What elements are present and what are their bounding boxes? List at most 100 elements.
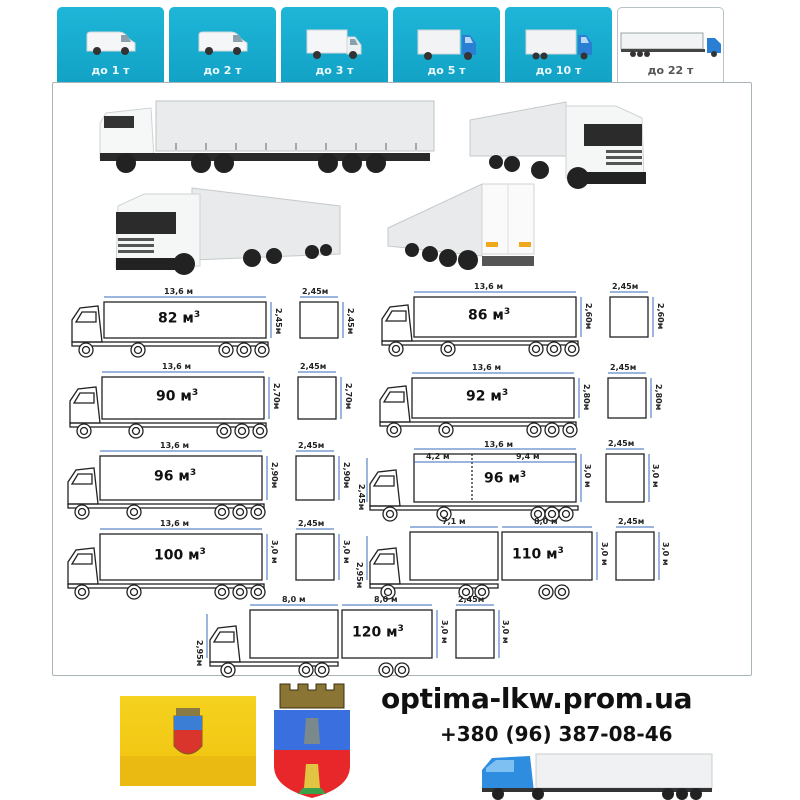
- superscript-3: 3: [397, 624, 404, 634]
- section-width-label: 2,45м: [608, 439, 635, 448]
- length-1-label: 7,1 м: [442, 517, 466, 526]
- superscript-3: 3: [191, 388, 199, 398]
- length-1-label: 8,0 м: [282, 595, 306, 604]
- volume-label: 96 м3: [484, 470, 527, 487]
- truck-side-photo: [99, 100, 435, 173]
- phone-number[interactable]: +380 (96) 387-08-46: [440, 722, 673, 746]
- height-label: 2,70м: [272, 383, 281, 410]
- truck-outline: [67, 528, 340, 600]
- section-height-label: 2,90м: [342, 462, 351, 489]
- cab-height-label: 2,45м: [357, 484, 366, 511]
- tab-3t[interactable]: до 3 т: [281, 7, 388, 83]
- height-label: 3,0 м: [270, 540, 279, 564]
- section-width-label: 2,45м: [458, 595, 485, 604]
- segment-1-label: 4,2 м: [426, 452, 450, 461]
- truck-outline: [206, 604, 500, 678]
- section-width-label: 2,45м: [618, 517, 645, 526]
- tab-label: до 10 т: [535, 64, 582, 77]
- website-url[interactable]: optima-lkw.prom.ua: [381, 682, 693, 715]
- volume-label: 90 м3: [156, 388, 199, 405]
- van-icon: [198, 31, 247, 55]
- section-width-label: 2,45м: [300, 362, 327, 371]
- truck-diagram-96a: 13,6 м 2,90м 96 м3 2,45м 2,90м: [64, 441, 364, 524]
- superscript-3: 3: [557, 546, 564, 556]
- superscript-3: 3: [501, 388, 509, 398]
- segment-2-label: 9,4 м: [516, 452, 540, 461]
- truck-outline: [67, 450, 340, 520]
- tab-1t[interactable]: до 1 т: [57, 7, 164, 83]
- truck-front-right-photo: [469, 101, 646, 189]
- height-label: 3,0 м: [583, 464, 592, 488]
- section-height-label: 2,70м: [344, 383, 353, 410]
- length-label: 13,6 м: [162, 362, 192, 371]
- height-label: 2,60м: [584, 303, 593, 330]
- tab-label: до 1 т: [91, 64, 130, 77]
- length-label: 13,6 м: [160, 441, 190, 450]
- truck-outline: [379, 372, 652, 438]
- section-height-label: 3,0 м: [651, 464, 660, 488]
- box-truck-icon: [525, 29, 592, 60]
- tab-22t[interactable]: до 22 т: [617, 7, 724, 85]
- volume-label: 100 м3: [154, 547, 206, 564]
- tab-label: до 22 т: [647, 64, 694, 77]
- truck-diagram-82: 13,6 м 2,45м 82 м3 2,45м 2,45м: [68, 287, 368, 368]
- superscript-3: 3: [193, 310, 201, 320]
- section-width-label: 2,45м: [298, 519, 325, 528]
- truck-outline: [71, 296, 344, 358]
- van-icon: [86, 31, 135, 55]
- length-label: 13,6 м: [484, 440, 514, 449]
- section-width-label: 2,45м: [298, 441, 325, 450]
- section-height-label: 3,0 м: [342, 540, 351, 564]
- height-label: 3,0 м: [440, 620, 449, 644]
- section-height-label: 2,60м: [656, 303, 665, 330]
- length-label: 13,6 м: [164, 287, 194, 296]
- superscript-3: 3: [503, 307, 511, 317]
- light-truck-icon: [306, 29, 361, 59]
- truck-diagram-120: 8,0 м 8,0 м 2,95м 3,0 м 120 м3 2,45м 3,0 м: [195, 595, 510, 678]
- tonnage-tabs: до 1 т до 2 т до 3 т до 5 т: [57, 7, 727, 85]
- tab-label: до 5 т: [427, 64, 466, 77]
- tab-10t[interactable]: до 10 т: [505, 7, 612, 83]
- truck-outline: [366, 448, 650, 522]
- truck-diagram-90: 13,6 м 2,70м 90 м3 2,45м 2,70м: [66, 362, 366, 445]
- length-label: 13,6 м: [160, 519, 190, 528]
- truck-front-left-photo: [115, 187, 341, 275]
- tab-label: до 2 т: [203, 64, 242, 77]
- coat-of-arms-icon: [274, 683, 350, 798]
- height-label: 2,90м: [270, 462, 279, 489]
- truck-outline: [381, 291, 654, 357]
- section-height-label: 3,0 м: [501, 620, 510, 644]
- height-label: 3,0 м: [600, 542, 609, 566]
- section-width-label: 2,45м: [612, 282, 639, 291]
- blue-truck-image: [482, 753, 713, 800]
- cab-height-label: 2,95м: [355, 562, 364, 589]
- section-width-label: 2,45м: [610, 363, 637, 372]
- truck-outline: [366, 526, 660, 600]
- volume-label: 82 м3: [158, 310, 201, 327]
- volume-label: 86 м3: [468, 307, 511, 324]
- box-truck-icon: [417, 29, 476, 60]
- cab-height-label: 2,95м: [195, 640, 204, 667]
- height-label: 2,80м: [582, 384, 591, 411]
- length-2-label: 8,0 м: [374, 595, 398, 604]
- section-height-label: 2,80м: [654, 384, 663, 411]
- truck-outline: [69, 371, 342, 439]
- volume-label: 96 м3: [154, 468, 197, 485]
- tab-2t[interactable]: до 2 т: [169, 7, 276, 83]
- volume-label: 120 м3: [352, 624, 404, 641]
- flag-emblem-icon: [120, 708, 256, 786]
- section-height-label: 2,45м: [346, 308, 355, 335]
- section-height-label: 3,0 м: [661, 542, 670, 566]
- superscript-3: 3: [199, 547, 206, 557]
- section-width-label: 2,45м: [302, 287, 329, 296]
- city-flag: [120, 696, 256, 786]
- city-coat-of-arms: [272, 682, 352, 800]
- truck-rear-photo: [387, 183, 535, 270]
- semi-trailer-icon: [620, 32, 721, 57]
- volume-label: 92 м3: [466, 388, 509, 405]
- tab-5t[interactable]: до 5 т: [393, 7, 500, 83]
- tab-label: до 3 т: [315, 64, 354, 77]
